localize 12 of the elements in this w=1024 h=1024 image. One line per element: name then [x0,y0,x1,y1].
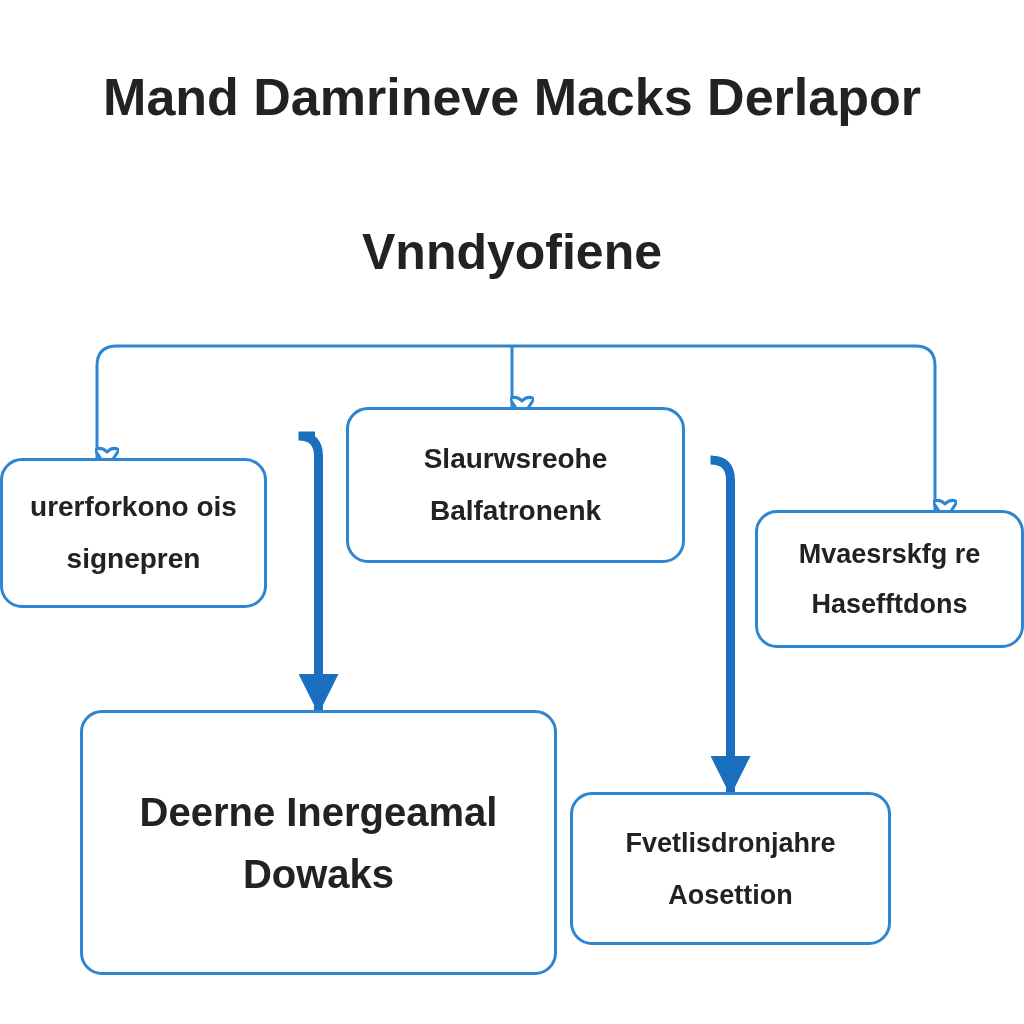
diagram-title: Mand Damrineve Macks Derlapor [102,67,922,128]
box-text: Slaurwsreohe Balfatronenk [422,442,609,528]
process-box [80,710,557,975]
subtitle: Vnndyofiene [361,223,663,282]
box-text: urerforkono ois signepren [29,490,238,576]
process-box [755,510,1024,648]
box-text: Deerne Inergeamal Dowaks [138,788,499,898]
process-box [346,407,685,563]
box-text: Fvetlisdronjahre Aosettion [624,826,837,912]
process-box [570,792,891,945]
process-box [0,458,267,608]
box-text: Mvaesrskfg re Hasefftdons [797,538,982,621]
